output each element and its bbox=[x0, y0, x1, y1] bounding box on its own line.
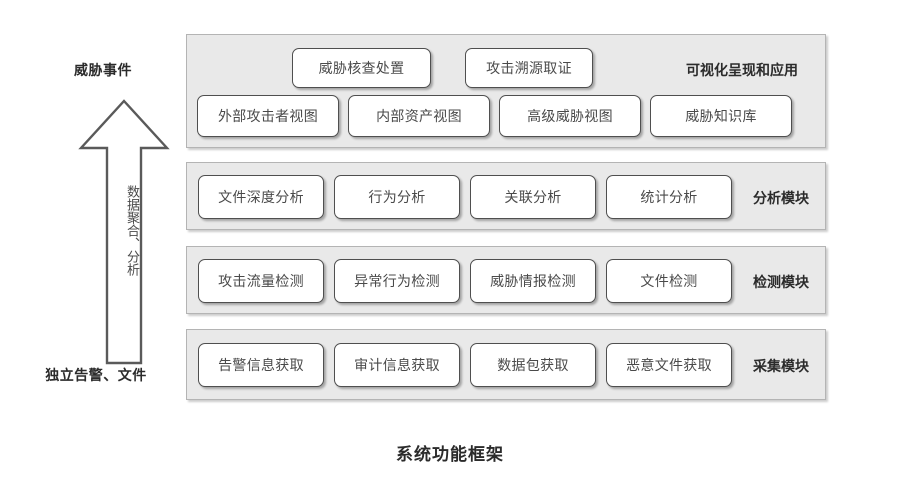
layer-panel-detection: 攻击流量检测 异常行为检测 威胁情报检测 文件检测 检测模块 bbox=[186, 246, 826, 314]
node-alert-info-collection[interactable]: 告警信息获取 bbox=[198, 343, 324, 387]
flow-bottom-label: 独立告警、文件 bbox=[45, 367, 147, 383]
flow-top-label: 威胁事件 bbox=[74, 62, 132, 78]
node-audit-info-collection[interactable]: 审计信息获取 bbox=[334, 343, 460, 387]
node-attack-traceback-forensics[interactable]: 攻击溯源取证 bbox=[465, 48, 593, 88]
layer-panel-visualization: 威胁核查处置 攻击溯源取证 可视化呈现和应用 外部攻击者视图 内部资产视图 高级… bbox=[186, 34, 826, 148]
flow-arrow-text: 数据聚合、分析 bbox=[125, 184, 140, 276]
layer-label-detection: 检测模块 bbox=[753, 274, 809, 290]
figure-caption: 系统功能框架 bbox=[396, 445, 504, 464]
node-statistical-analysis[interactable]: 统计分析 bbox=[606, 175, 732, 219]
node-file-detection[interactable]: 文件检测 bbox=[606, 259, 732, 303]
node-correlation-analysis[interactable]: 关联分析 bbox=[470, 175, 596, 219]
node-anomalous-behavior-detection[interactable]: 异常行为检测 bbox=[334, 259, 460, 303]
layer-panel-analysis: 文件深度分析 行为分析 关联分析 统计分析 分析模块 bbox=[186, 162, 826, 230]
layer-label-analysis: 分析模块 bbox=[753, 190, 809, 206]
node-advanced-threat-view[interactable]: 高级威胁视图 bbox=[499, 95, 641, 137]
node-threat-intelligence-detection[interactable]: 威胁情报检测 bbox=[470, 259, 596, 303]
layer-label-visualization: 可视化呈现和应用 bbox=[686, 62, 798, 78]
node-malicious-file-collection[interactable]: 恶意文件获取 bbox=[606, 343, 732, 387]
node-packet-collection[interactable]: 数据包获取 bbox=[470, 343, 596, 387]
up-arrow-icon bbox=[78, 96, 170, 368]
node-attack-traffic-detection[interactable]: 攻击流量检测 bbox=[198, 259, 324, 303]
node-internal-asset-view[interactable]: 内部资产视图 bbox=[348, 95, 490, 137]
node-file-deep-analysis[interactable]: 文件深度分析 bbox=[198, 175, 324, 219]
node-threat-verification-disposal[interactable]: 威胁核查处置 bbox=[292, 48, 431, 88]
node-behavior-analysis[interactable]: 行为分析 bbox=[334, 175, 460, 219]
layer-panel-collection: 告警信息获取 审计信息获取 数据包获取 恶意文件获取 采集模块 bbox=[186, 329, 826, 400]
node-external-attacker-view[interactable]: 外部攻击者视图 bbox=[197, 95, 339, 137]
node-threat-knowledge-base[interactable]: 威胁知识库 bbox=[650, 95, 792, 137]
layer-label-collection: 采集模块 bbox=[753, 358, 809, 374]
